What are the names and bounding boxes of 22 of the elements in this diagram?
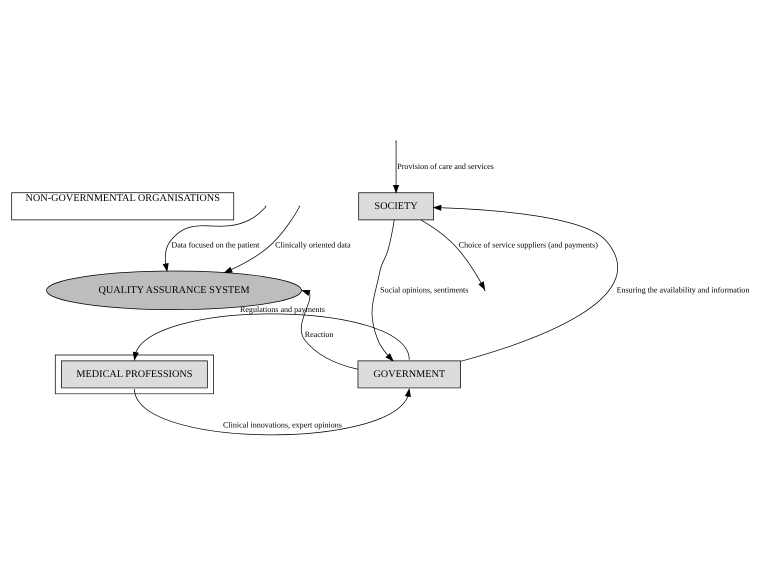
node-box: MEDICAL PROFESSIONS	[61, 360, 208, 388]
arrow	[393, 141, 400, 194]
edge-label: Clinically oriented data	[275, 240, 351, 250]
edge-label: Ensuring the availability and information	[616, 285, 750, 294]
edge-label: Clinical innovations, expert opinions	[223, 420, 342, 430]
arrow	[372, 220, 395, 362]
node-box: GOVERNMENT	[358, 360, 461, 388]
edge-label: Choice of service suppliers (and payments)	[458, 240, 598, 250]
cluster	[54, 354, 214, 394]
arrow	[432, 204, 618, 362]
node-box: SOCIETY	[358, 192, 434, 220]
edge-label: Provision of care and services	[397, 162, 494, 172]
arrow	[420, 220, 486, 290]
arrow	[162, 206, 266, 272]
edge-label: Data focused on the patient	[171, 240, 260, 250]
edge-label: Social opinions, sentiments	[380, 285, 468, 294]
edge-label: Reaction	[304, 330, 334, 340]
arrow	[134, 388, 411, 436]
node-box: NON-GOVERNMENTAL ORGANISATIONS	[11, 192, 234, 220]
arrow	[132, 314, 410, 361]
arrow	[300, 290, 358, 370]
arrow	[224, 206, 300, 274]
